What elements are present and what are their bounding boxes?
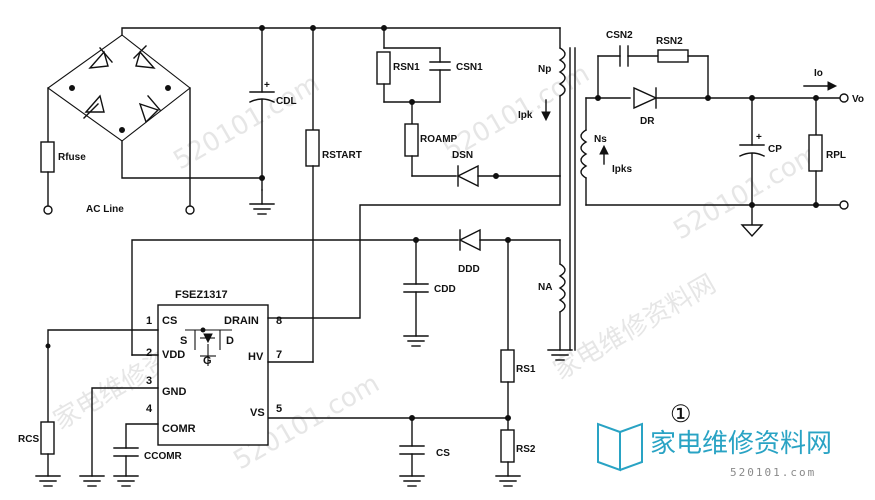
vo-label: Vo bbox=[852, 94, 864, 105]
vo-terminal bbox=[839, 93, 849, 103]
rsn1-label: RSN1 bbox=[393, 62, 420, 73]
ns-label: Ns bbox=[594, 134, 607, 145]
svg-text:8: 8 bbox=[276, 315, 282, 327]
io-label: Io bbox=[814, 68, 823, 79]
ccomr-label: CCOMR bbox=[144, 451, 183, 462]
svg-text:7: 7 bbox=[276, 349, 282, 361]
diagram-marker: ① bbox=[670, 400, 692, 428]
ns-winding bbox=[580, 129, 588, 179]
roamp-resistor bbox=[404, 123, 419, 157]
bridge-rectifier bbox=[47, 34, 191, 142]
dsn-diode bbox=[456, 164, 479, 188]
ground-symbol bbox=[495, 475, 521, 487]
internal-mosfet: S D G bbox=[180, 327, 234, 367]
na-winding bbox=[558, 263, 566, 313]
rfuse-label: Rfuse bbox=[58, 152, 86, 163]
cp-label: CP bbox=[768, 144, 782, 155]
svg-text:5: 5 bbox=[276, 403, 282, 415]
rstart-resistor bbox=[305, 129, 320, 167]
rsn2-label: RSN2 bbox=[656, 36, 683, 47]
ground-symbol bbox=[79, 475, 105, 487]
cdl-capacitor: + bbox=[249, 27, 275, 191]
bridge-diode bbox=[138, 95, 161, 124]
ground-symbol bbox=[399, 475, 425, 487]
svg-text:+: + bbox=[264, 80, 270, 91]
ic-fsez1317: FSEZ1317 CS VDD GND COMR DRAIN HV VS 1 2… bbox=[146, 289, 282, 446]
brand-url: 520101.com bbox=[730, 466, 816, 479]
dr-diode bbox=[633, 86, 658, 110]
svg-text:2: 2 bbox=[146, 347, 152, 359]
svg-text:CS: CS bbox=[162, 315, 177, 327]
rfuse-resistor bbox=[40, 141, 55, 173]
ac-terminal bbox=[43, 205, 53, 215]
svg-text:3: 3 bbox=[146, 375, 152, 387]
ddd-diode bbox=[458, 228, 481, 252]
ac-terminal bbox=[185, 205, 195, 215]
na-label: NA bbox=[538, 282, 552, 293]
svg-text:D: D bbox=[226, 335, 234, 347]
svg-text:COMR: COMR bbox=[162, 423, 196, 435]
svg-text:G: G bbox=[203, 355, 212, 367]
rcs-resistor bbox=[40, 421, 55, 455]
rs2-label: RS2 bbox=[516, 444, 536, 455]
rs2-resistor bbox=[500, 429, 515, 463]
svg-text:4: 4 bbox=[146, 403, 153, 415]
ac-line-label: AC Line bbox=[86, 204, 124, 215]
svg-text:S: S bbox=[180, 335, 187, 347]
cs-label: CS bbox=[436, 448, 450, 459]
bridge-diode bbox=[83, 94, 105, 119]
np-winding bbox=[558, 47, 566, 97]
ground-symbol bbox=[547, 349, 573, 361]
svg-text:VS: VS bbox=[250, 407, 265, 419]
ic-name: FSEZ1317 bbox=[175, 289, 228, 301]
rs1-label: RS1 bbox=[516, 364, 536, 375]
roamp-label: ROAMP bbox=[420, 134, 458, 145]
ipks-label: Ipks bbox=[612, 164, 632, 175]
ddd-label: DDD bbox=[458, 264, 480, 275]
rcs-label: RCS bbox=[18, 434, 39, 445]
rsn1-resistor bbox=[376, 51, 391, 85]
dr-label: DR bbox=[640, 116, 655, 127]
rsn2-resistor bbox=[657, 49, 689, 63]
csn1-label: CSN1 bbox=[456, 62, 483, 73]
secondary-ground bbox=[740, 224, 764, 238]
watermark-text: 520101.com bbox=[169, 69, 325, 177]
np-label: Np bbox=[538, 64, 551, 75]
svg-text:GND: GND bbox=[162, 386, 187, 398]
cdl-label: CDL bbox=[276, 96, 297, 107]
rpl-label: RPL bbox=[826, 150, 846, 161]
vo-return-terminal bbox=[839, 200, 849, 210]
dsn-label: DSN bbox=[452, 150, 473, 161]
svg-text:VDD: VDD bbox=[162, 349, 185, 361]
bridge-diode bbox=[88, 47, 113, 69]
cdd-label: CDD bbox=[434, 284, 456, 295]
bridge-diode bbox=[133, 45, 156, 69]
brand-text: 家电维修资料网 bbox=[650, 429, 832, 459]
ipk-label: Ipk bbox=[518, 110, 533, 121]
brand-logo: 家电维修资料网 520101.com bbox=[597, 422, 832, 479]
svg-text:DRAIN: DRAIN bbox=[224, 315, 259, 327]
svg-text:+: + bbox=[756, 132, 762, 143]
ground-symbol bbox=[249, 189, 275, 215]
rpl-resistor bbox=[808, 134, 823, 172]
rs1-resistor bbox=[500, 349, 515, 383]
ground-symbol bbox=[35, 475, 61, 487]
ground-symbol bbox=[403, 335, 429, 347]
ground-symbol bbox=[113, 475, 139, 487]
csn2-label: CSN2 bbox=[606, 30, 633, 41]
svg-text:HV: HV bbox=[248, 351, 264, 363]
svg-text:1: 1 bbox=[146, 315, 152, 327]
rstart-label: RSTART bbox=[322, 150, 362, 161]
